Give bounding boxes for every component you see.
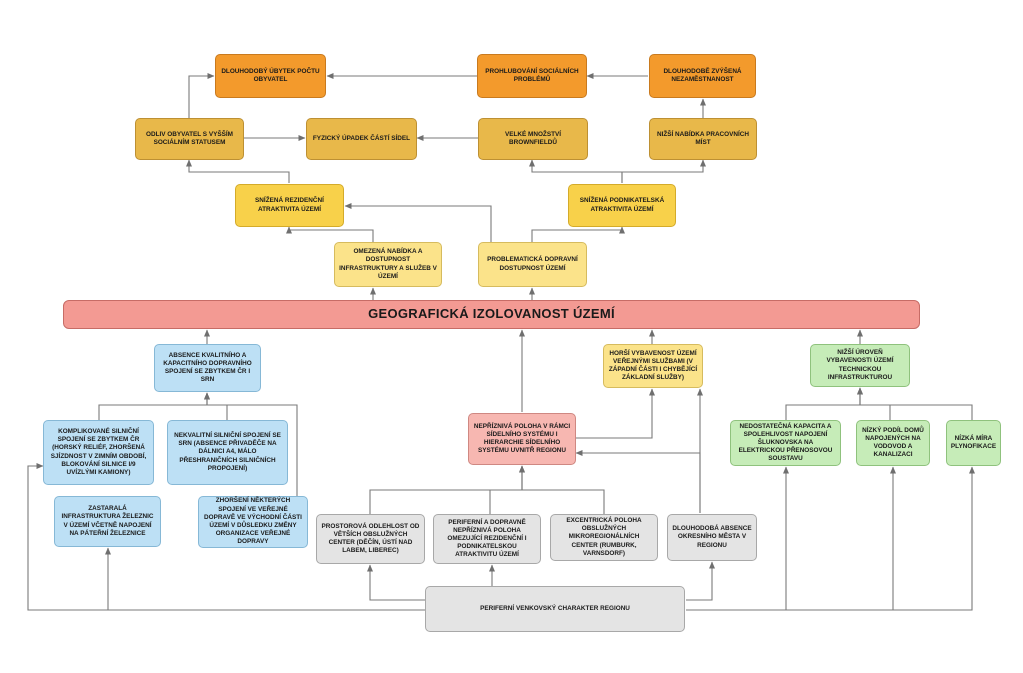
node-absence-spojeni: ABSENCE KVALITNÍHO A KAPACITNÍHO DOPRAVN… [154,344,261,392]
node-nizsi-nabidka: NIŽŠÍ NABÍDKA PRACOVNÍCH MÍST [649,118,757,160]
link-rezidencni-to-odliv [186,159,290,183]
link-odliv-to-ubytek [188,73,215,118]
link-absence-mesta-to-nepriz [575,450,701,513]
node-fyzicky-upadek: FYZICKÝ ÚPADEK ČÁSTÍ SÍDEL [306,118,417,160]
link-doprava-to-rezidencni [344,203,492,242]
link-base-to-prostorova [367,564,425,601]
link-zastarala-to-absence [204,392,298,496]
banner-geograficka-izolovanost: GEOGRAFICKÁ IZOLOVANOST ÚZEMÍ [63,300,920,329]
link-periferni-dop-to-nepriz [489,465,525,514]
node-periferni-dopravne: PERIFERNÍ A DOPRAVNĚ NEPŘÍZNIVÁ POLOHA O… [433,514,541,564]
node-omezena-nabidka: OMEZENÁ NABÍDKA A DOSTUPNOST INFRASTRUKT… [334,242,442,287]
node-nizky-podil: NÍZKÝ PODÍL DOMŮ NAPOJENÝCH NA VODOVOD A… [856,420,930,466]
node-dlouhodoby-ubytek: DLOUHODOBÝ ÚBYTEK POČTU OBYVATEL [215,54,326,98]
link-base-to-komplikovane [27,463,425,611]
node-periferni-venkovsky: PERIFERNÍ VENKOVSKÝ CHARAKTER REGIONU [425,586,685,632]
link-nekvalitni-to-absence [204,392,228,420]
link-doprava-to-podnikatelska [531,226,625,242]
link-podnikatelska-to-nizsi [621,159,706,183]
link-nedostatecna-to-uroven [785,387,863,420]
node-dlouhodoba-absence: DLOUHODOBÁ ABSENCE OKRESNÍHO MĚSTA V REG… [667,514,757,561]
node-zastarala: ZASTARALÁ INFRASTRUKTURA ŽELEZNIC V ÚZEM… [54,496,161,547]
node-nepriznivá-poloha: NEPŘÍZNIVÁ POLOHA V RÁMCI SÍDELNÍHO SYST… [468,413,576,465]
node-excentricka: EXCENTRICKÁ POLOHA OBSLUŽNÝCH MIKROREGIO… [550,514,658,561]
link-base-to-absence-mesta [686,561,715,601]
node-brownfieldy: VELKÉ MNOŽSTVÍ BROWNFIELDŮ [478,118,588,160]
node-komplikovane: KOMPLIKOVANÉ SILNIČNÍ SPOJENÍ SE ZBYTKEM… [43,420,154,485]
node-prohlubovani: PROHLUBOVÁNÍ SOCIÁLNÍCH PROBLÉMŮ [477,54,587,98]
node-horsi-vybavenost: HORŠÍ VYBAVENOST ÚZEMÍ VEŘEJNÝMI SLUŽBAM… [603,344,703,388]
node-prostorova: PROSTOROVÁ ODLEHLOST OD VĚTŠÍCH OBSLUŽNÝ… [316,514,425,564]
link-base-to-nizka [686,466,975,611]
node-nedostatecna: NEDOSTATEČNÁ KAPACITA A SPOLEHLIVOST NAP… [730,420,841,466]
node-nizka-mira: NÍZKÁ MÍRA PLYNOFIKACE [946,420,1001,466]
link-nizky-to-uroven [857,387,891,420]
node-zhorseni: ZHORŠENÍ NĚKTERÝCH SPOJENÍ VE VEŘEJNÉ DO… [198,496,308,548]
link-podnikatelska-to-brownfieldy [529,159,623,183]
node-nezamestnanost: DLOUHODOBĚ ZVÝŠENÁ NEZAMĚSTNANOST [649,54,756,98]
link-omezena-to-rezidencni [286,226,374,242]
link-excentricka-to-nepriz [519,465,605,514]
link-nizka-to-uroven [857,387,973,420]
node-rezidencni: SNÍŽENÁ REZIDENČNÍ ATRAKTIVITA ÚZEMÍ [235,184,344,227]
node-podnikatelska: SNÍŽENÁ PODNIKATELSKÁ ATRAKTIVITA ÚZEMÍ [568,184,676,227]
node-nizsi-uroven: NIŽŠÍ ÚROVEŇ VYBAVENOSTI ÚZEMÍ TECHNICKO… [810,344,910,387]
node-odliv: ODLIV OBYVATEL S VYŠŠÍM SOCIÁLNÍM STATUS… [135,118,244,160]
link-komplikovane-to-absence [98,392,210,420]
node-problematicka-doprava: PROBLEMATICKÁ DOPRAVNÍ DOSTUPNOST ÚZEMÍ [478,242,587,287]
link-nepriznivá-to-horsi [576,388,655,439]
node-nekvalitni: NEKVALITNÍ SILNIČNÍ SPOJENÍ SE SRN (ABSE… [167,420,288,485]
